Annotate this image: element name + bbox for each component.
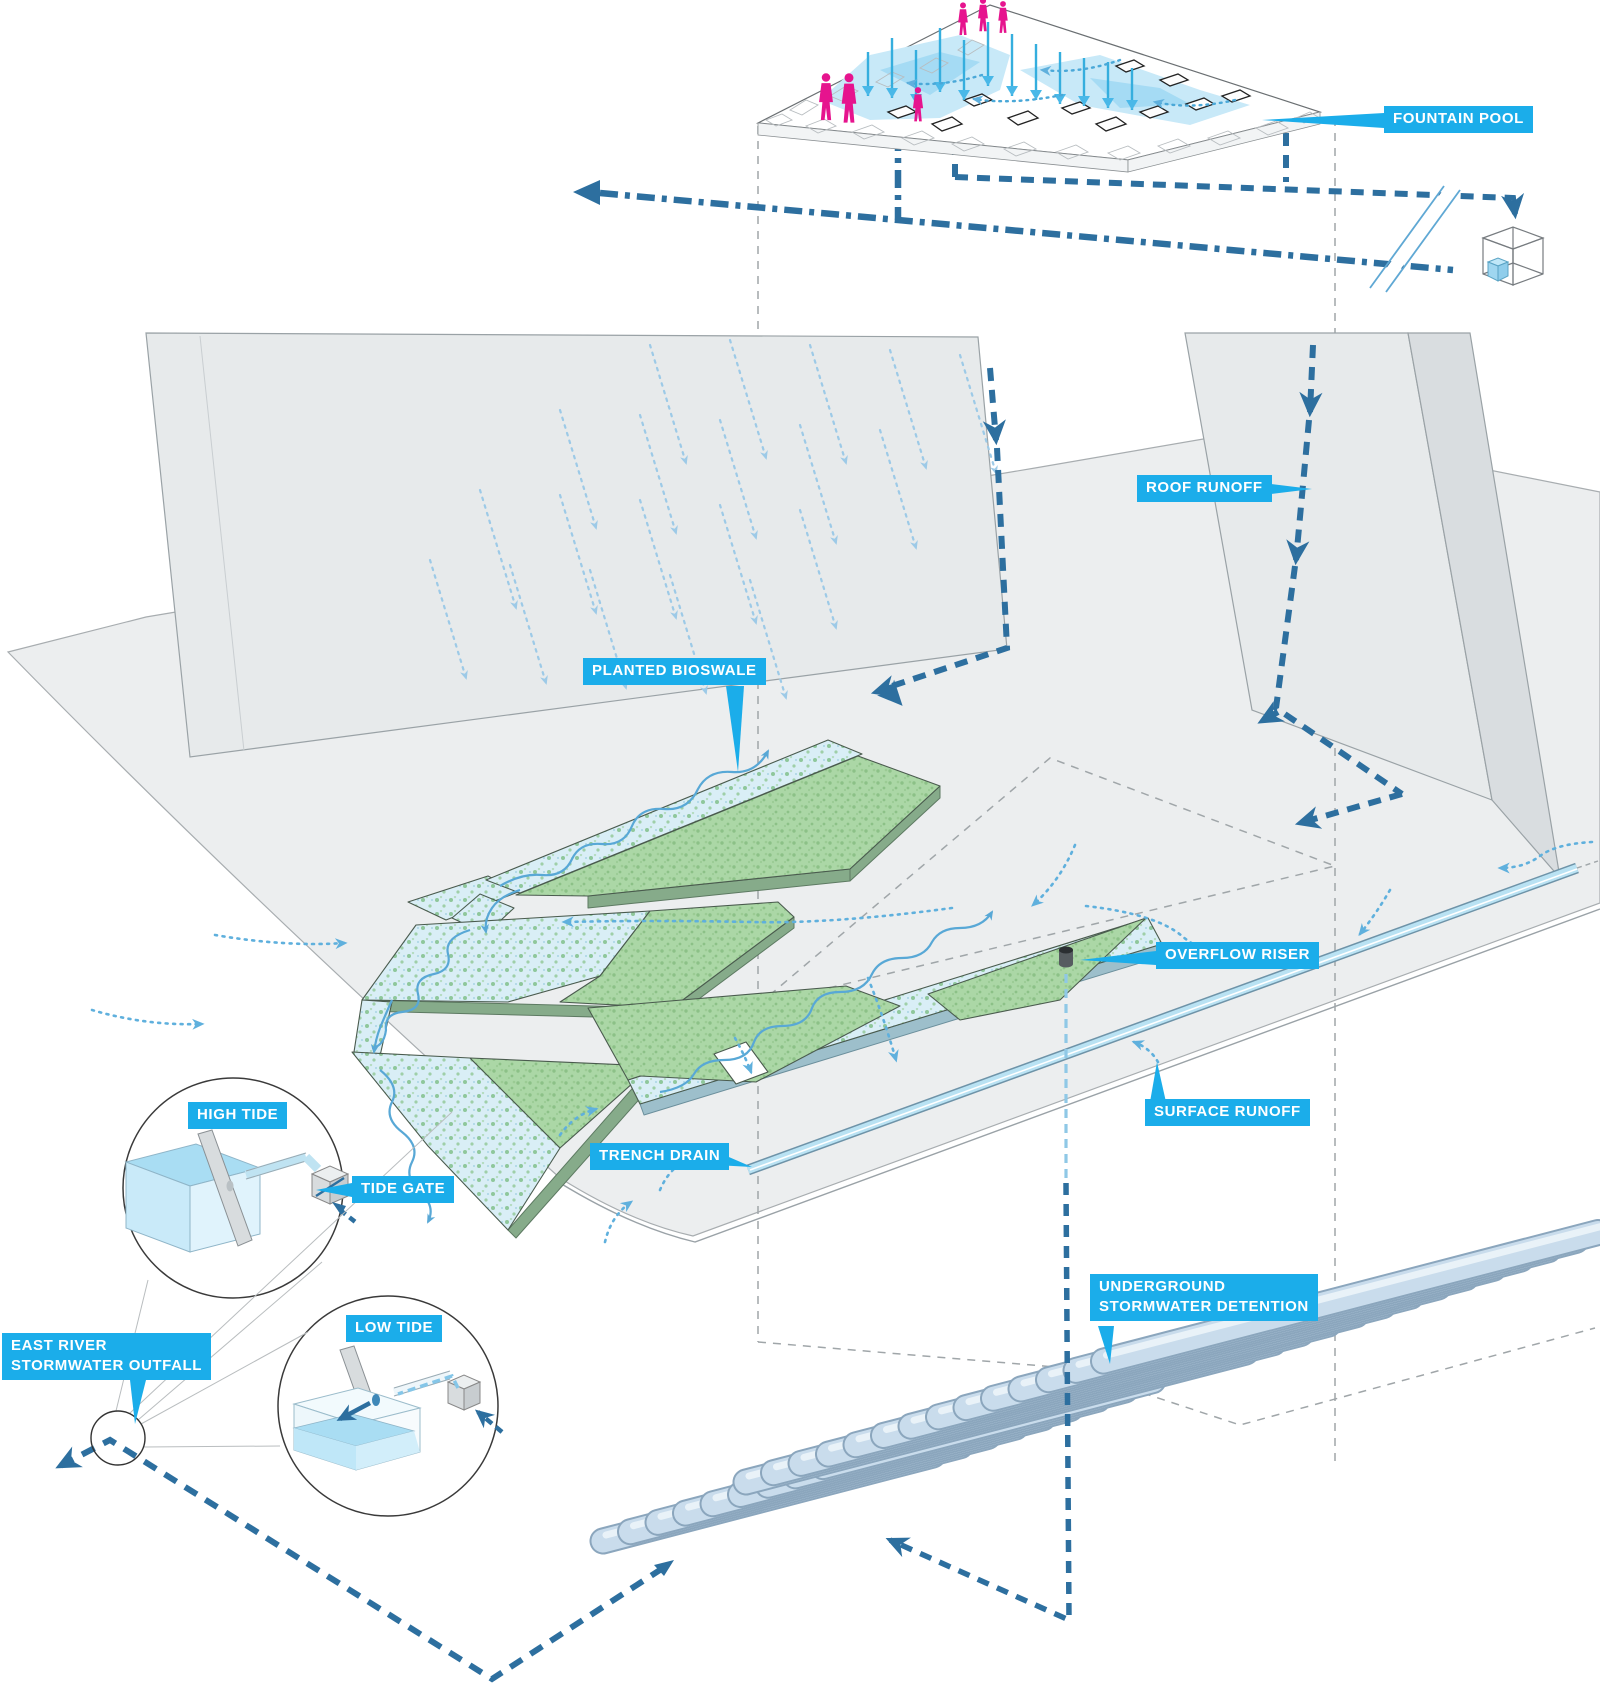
fountain-plaza [755, 0, 1323, 173]
label-roof-runoff: ROOF RUNOFF [1137, 475, 1272, 502]
detention-flow [55, 1182, 1072, 1683]
label-overflow-riser: OVERFLOW RISER [1156, 942, 1320, 969]
label-underground-line2: STORMWATER DETENTION [1099, 1297, 1309, 1315]
overflow-riser [1059, 946, 1073, 968]
surface-flow-arrows [90, 840, 1594, 1244]
tide-gate-wall [197, 1129, 253, 1247]
label-fountain-pool: FOUNTAIN POOL [1384, 106, 1533, 133]
label-planted-bioswale: PLANTED BIOSWALE [583, 658, 766, 685]
label-underground-line1: UNDERGROUND [1099, 1278, 1226, 1295]
underground-stormwater-detention-pipes [589, 1219, 1600, 1555]
high-tide-inset [122, 1077, 360, 1299]
label-east-river-line2: STORMWATER OUTFALL [11, 1356, 203, 1374]
label-low-tide: LOW TIDE [346, 1315, 443, 1342]
outfall-circle [90, 1410, 146, 1466]
label-east-river-line1: EAST RIVER [11, 1337, 108, 1354]
label-underground-stormwater-detention: UNDERGROUND STORMWATER DETENTION [1090, 1274, 1318, 1321]
label-surface-runoff: SURFACE RUNOFF [1145, 1099, 1310, 1126]
low-tide-inset [277, 1295, 504, 1517]
label-east-river-stormwater-outfall: EAST RIVER STORMWATER OUTFALL [2, 1333, 212, 1380]
label-high-tide: HIGH TIDE [188, 1102, 288, 1129]
trench-drain [746, 860, 1599, 1176]
label-trench-drain: TRENCH DRAIN [590, 1143, 730, 1170]
label-tide-gate: TIDE GATE [352, 1176, 455, 1203]
tide-gate-cube-low [446, 1374, 482, 1411]
cistern-water [1486, 257, 1510, 282]
planted-bioswale [351, 739, 1167, 1239]
